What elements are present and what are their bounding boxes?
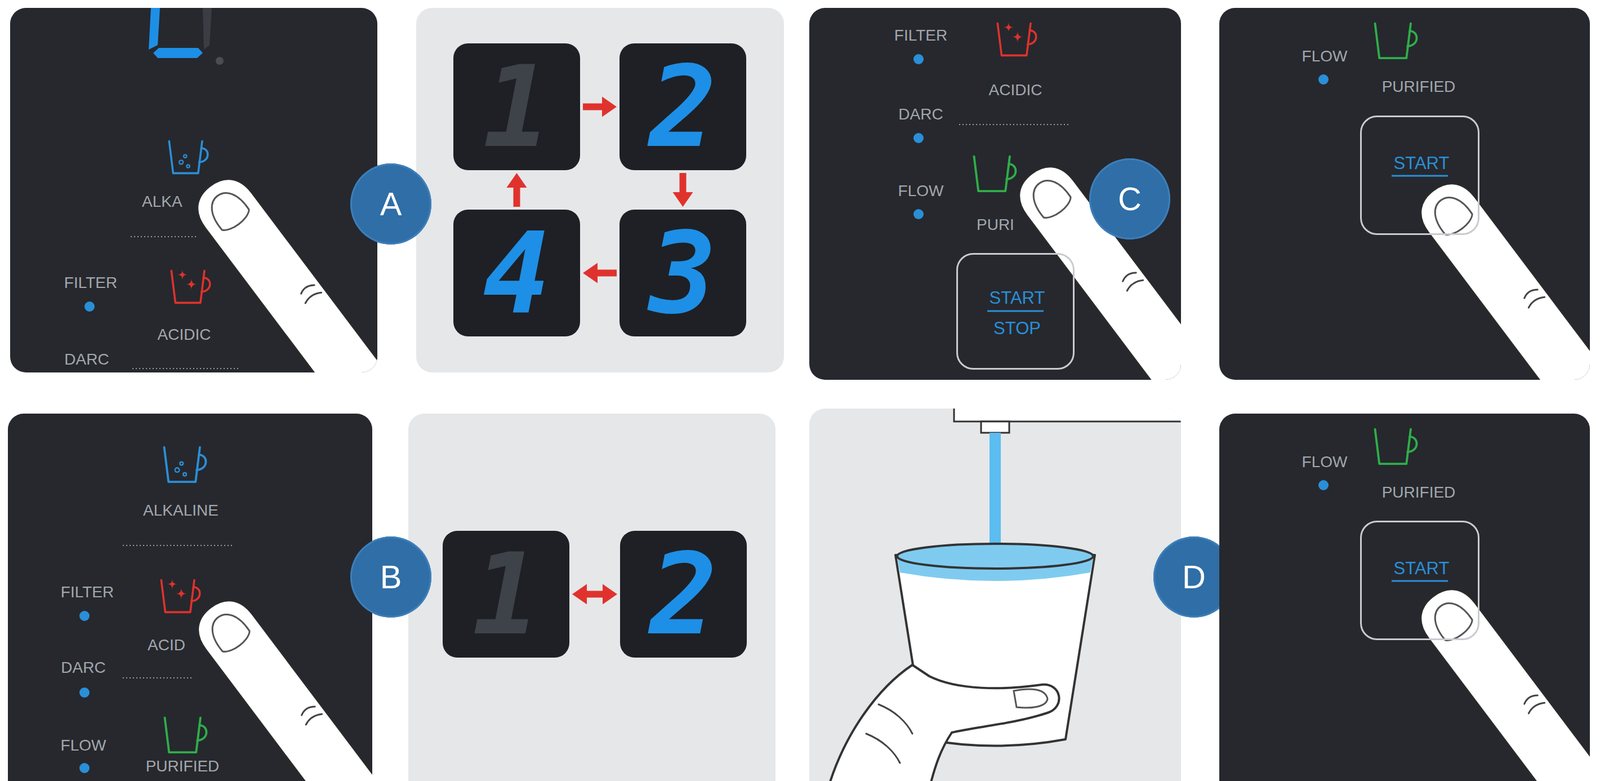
digit-tile: 2 [619, 43, 747, 171]
panel-label: ALKALINE [143, 502, 219, 519]
finger [186, 168, 378, 373]
indicator-dot [913, 54, 924, 65]
panel-art [1219, 7, 1590, 380]
panel-label: PURIFIED [1382, 484, 1456, 501]
display-digit: 4 [482, 216, 551, 330]
display-digit: 1 [482, 50, 551, 164]
divider [130, 235, 196, 238]
panel-label: ALKA [141, 193, 183, 210]
digit-tile: 4 [453, 209, 581, 337]
panel-label: PURIFIED [145, 758, 220, 774]
panel-label: DARC [64, 351, 109, 368]
panel-label: DARC [898, 106, 943, 123]
control-panel: ALKALINE FILTER ACID DARC FLOW PURIFIED [7, 413, 373, 781]
display-panel [416, 7, 784, 373]
display-segment [153, 47, 203, 59]
cycle-arrow [572, 584, 618, 605]
finger [186, 589, 373, 781]
acidic-icon [161, 578, 200, 613]
divider [132, 367, 240, 369]
cycle-arrow [582, 96, 617, 118]
panel-label: FLOW [60, 737, 107, 753]
control-panel: ALKA FILTER ACIDIC DARC [10, 7, 378, 373]
control-panel: FLOW PURIFIED START [1219, 7, 1590, 380]
start-stop-button: START [1360, 520, 1480, 640]
panel-label: FILTER [894, 27, 948, 44]
divider [122, 676, 194, 679]
digit-tile: 3 [619, 209, 747, 337]
button-label: START [989, 288, 1046, 307]
indicator-dot [84, 301, 95, 312]
panel-label: ACIDIC [988, 82, 1043, 98]
indicator-dot [913, 208, 924, 220]
step-circle: B [350, 536, 432, 618]
divider [122, 544, 233, 546]
step-circle: A [350, 163, 432, 245]
indicator-dot [79, 762, 90, 773]
indicator-dot [913, 132, 924, 144]
button-divider [1391, 580, 1448, 582]
finger [1008, 156, 1181, 380]
illustration-panel [809, 408, 1181, 781]
acidic-icon [171, 269, 210, 303]
divider [959, 123, 1070, 126]
start-stop-button: START [1360, 115, 1480, 235]
button-label: START [1393, 559, 1450, 577]
panel-label: FLOW [1302, 453, 1348, 470]
button-label: STOP [993, 319, 1041, 337]
digit-tile: 2 [620, 530, 747, 658]
panel-art [1219, 413, 1590, 781]
step-letter: B [380, 560, 403, 594]
panel-label: DARC [60, 659, 106, 676]
display-digit: 2 [649, 537, 717, 651]
cycle-arrow [506, 172, 528, 207]
display-digit: 3 [648, 216, 717, 330]
display-dot [215, 56, 224, 65]
panel-label: ACID [147, 636, 186, 653]
panel-label: FLOW [898, 183, 944, 199]
step-letter: C [1117, 182, 1142, 216]
button-divider [987, 310, 1044, 313]
panel-label: FILTER [64, 274, 118, 291]
purified-icon [1375, 429, 1417, 464]
panel-label: FLOW [1302, 48, 1348, 65]
control-panel: FLOW PURIFIED START [1219, 413, 1590, 781]
display-segment [148, 7, 160, 50]
panel-label: PURI [976, 216, 1015, 233]
panel-label: FILTER [60, 584, 114, 600]
step-letter: D [1182, 560, 1206, 594]
start-stop-button: START STOP [956, 252, 1075, 370]
glass-illustration [827, 408, 1181, 781]
panel-art [10, 7, 378, 373]
alkaline-icon [168, 141, 208, 174]
indicator-dot [1318, 74, 1329, 85]
indicator-dot [79, 687, 90, 698]
digit-tile: 1 [442, 530, 570, 658]
purified-icon [974, 156, 1016, 191]
acidic-icon [997, 22, 1036, 56]
purified-icon [165, 717, 207, 752]
alkaline-icon [164, 447, 207, 482]
display-segment [202, 7, 212, 50]
finger [1409, 172, 1590, 380]
cycle-arrow [582, 263, 617, 284]
step-letter: A [380, 187, 403, 221]
display-digit: 2 [648, 50, 717, 164]
indicator-dot [1318, 479, 1329, 490]
purified-icon [1375, 23, 1417, 59]
finger [1409, 578, 1590, 781]
digit-tile: 1 [453, 43, 581, 171]
display-panel [408, 413, 776, 781]
button-label: START [1393, 154, 1450, 172]
step-circle: C [1089, 158, 1171, 240]
panel-label: PURIFIED [1382, 78, 1456, 95]
button-divider [1391, 175, 1448, 177]
panel-label: ACIDIC [157, 326, 212, 343]
display-digit: 1 [471, 537, 540, 651]
indicator-dot [79, 610, 90, 621]
cycle-arrow [673, 172, 694, 207]
